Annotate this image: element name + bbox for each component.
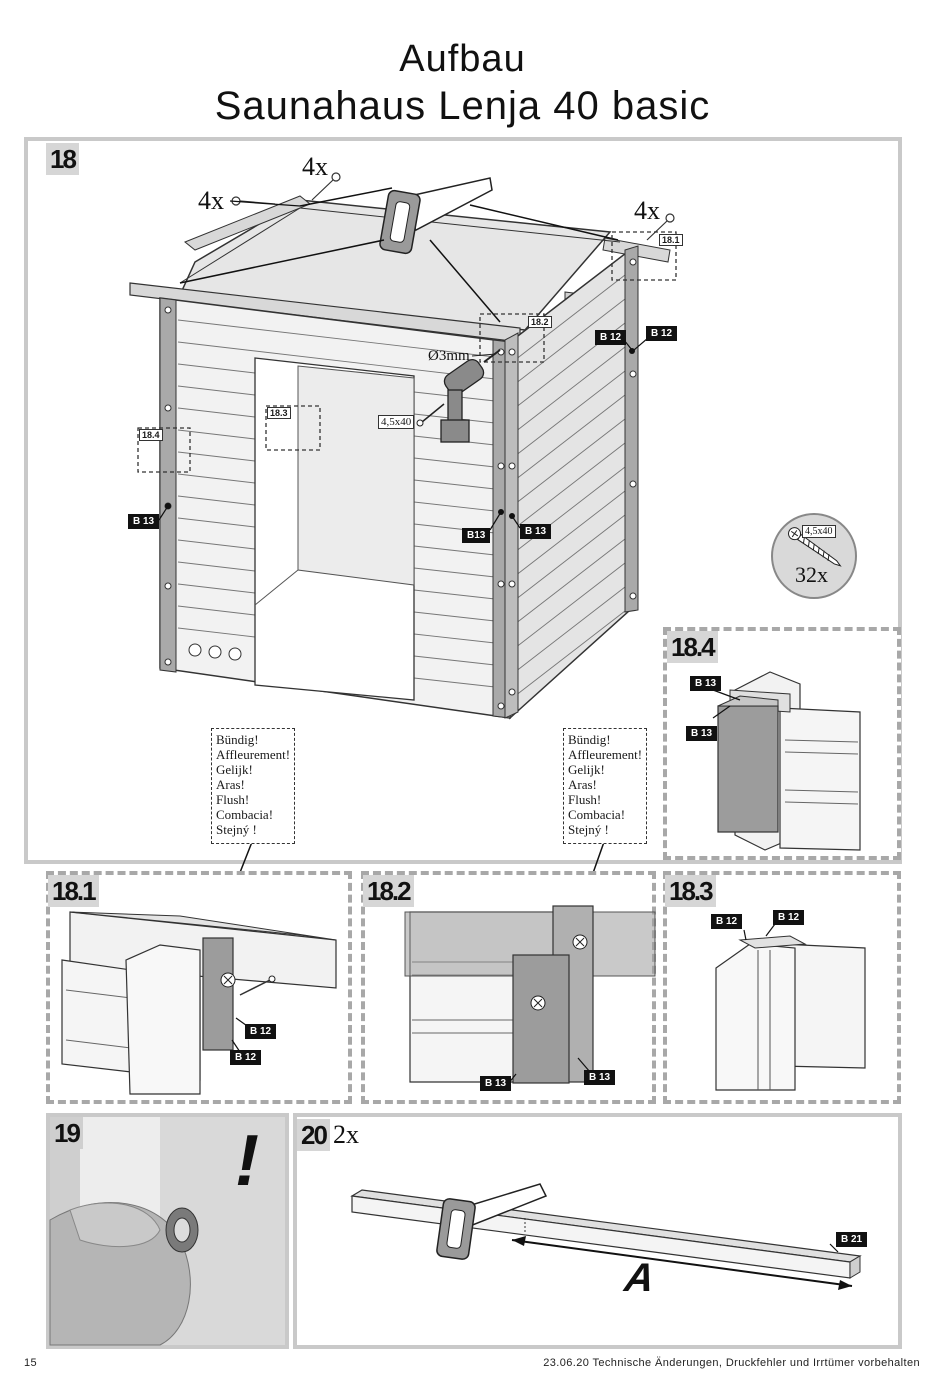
qty-2x: 2x bbox=[333, 1120, 359, 1149]
detail-box-18-1 bbox=[611, 231, 677, 281]
qty-4x-right: 4x bbox=[634, 196, 660, 225]
detail-box-18-2 bbox=[479, 313, 545, 363]
step-18-4-number: 18.4 bbox=[667, 631, 718, 663]
page-title: Aufbau bbox=[399, 38, 526, 80]
step-20-number: 20 bbox=[297, 1119, 330, 1151]
tag-b13-18-4-bottom: B 13 bbox=[686, 726, 718, 741]
tag-b12-18-3-a: B 12 bbox=[711, 914, 743, 929]
warning-exclamation: ! bbox=[235, 1121, 259, 1201]
tag-b21: B 21 bbox=[836, 1232, 868, 1247]
badge-qty-32x: 32x bbox=[795, 562, 828, 587]
tag-b13-side: B 13 bbox=[520, 524, 552, 539]
footer-disclaimer: 23.06.20 Technische Änderungen, Druckfeh… bbox=[543, 1357, 920, 1369]
tag-b12-18-1-a: B 12 bbox=[245, 1024, 277, 1039]
tag-b12-post-a: B 12 bbox=[595, 330, 627, 345]
qty-4x-top: 4x bbox=[302, 152, 328, 181]
tag-b12-18-3-b: B 12 bbox=[773, 910, 805, 925]
page-subtitle: Saunahaus Lenja 40 basic bbox=[214, 84, 711, 128]
corner-post-right bbox=[624, 245, 639, 613]
corner-post-left bbox=[159, 297, 177, 673]
tag-b12-18-1-b: B 12 bbox=[230, 1050, 262, 1065]
callout-18-1: 18.1 bbox=[659, 234, 683, 246]
step-19-number: 19 bbox=[50, 1117, 83, 1149]
saw-icon-step-20 bbox=[436, 1183, 548, 1260]
detail-box-18-4 bbox=[137, 427, 191, 473]
tag-b12-post-b: B 12 bbox=[646, 326, 678, 341]
step-18-1-number: 18.1 bbox=[48, 875, 99, 907]
flush-note-left: Bündig!Affleurement!Gelijk! Aras!Flush!C… bbox=[211, 728, 295, 844]
step-18-number: 18 bbox=[46, 143, 79, 175]
drill-icon bbox=[416, 349, 501, 443]
tag-b13-left: B 13 bbox=[128, 514, 160, 529]
saw-icon-roof bbox=[379, 177, 493, 255]
callout-18-4: 18.4 bbox=[139, 429, 163, 441]
tag-b13-18-2-b: B 13 bbox=[584, 1070, 616, 1085]
screw-icon bbox=[788, 527, 842, 567]
tag-b13-front: B13 bbox=[462, 528, 491, 543]
qty-4x-left: 4x bbox=[198, 186, 224, 215]
measurement-a-label: A bbox=[621, 1256, 658, 1300]
callout-18-3: 18.3 bbox=[267, 407, 291, 419]
tag-b13-18-4-top: B 13 bbox=[690, 676, 722, 691]
step-18-3-number: 18.3 bbox=[665, 875, 716, 907]
tag-b13-18-2-a: B 13 bbox=[480, 1076, 512, 1091]
drill-size-label: Ø3mm bbox=[428, 348, 470, 364]
callout-18-2: 18.2 bbox=[528, 316, 552, 328]
page-number: 15 bbox=[24, 1357, 38, 1369]
flush-note-right: Bündig!Affleurement!Gelijk! Aras!Flush!C… bbox=[563, 728, 647, 844]
screw-size-label: 4,5x40 bbox=[378, 415, 415, 429]
step-18-2-number: 18.2 bbox=[363, 875, 414, 907]
badge-screw-size: 4,5x40 bbox=[802, 525, 836, 538]
measurement-arrow bbox=[511, 1239, 853, 1287]
